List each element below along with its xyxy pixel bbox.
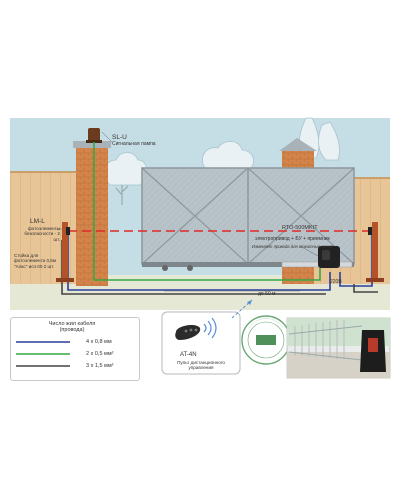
product-photo (286, 317, 391, 379)
brick-pillar-left (73, 141, 111, 286)
bush-icon (201, 141, 255, 171)
legend-title: Число жил кабеля (провода) (48, 321, 96, 334)
remote-title: AT-4N (180, 352, 197, 358)
remote-desc: Пульт дистанционного управления (177, 360, 225, 371)
lm-l-title: LM-L (30, 218, 45, 225)
gate-drive-icon (318, 246, 340, 268)
legend-row-2: 2 x 0,5 мм² (86, 351, 114, 357)
cable-220-label: 220В (330, 279, 342, 285)
signal-waves-icon (203, 317, 217, 339)
certification-stamp (241, 315, 291, 365)
lm-l-desc: фотоэлементы безопасности - 2 шт. (24, 226, 60, 242)
photocell-stand-right (366, 222, 384, 282)
gear-rack (281, 261, 353, 268)
photocell-stand-left (56, 222, 74, 282)
remote-control-icon (175, 325, 201, 340)
signal-lamp-leader (101, 131, 113, 143)
sl-u-desc: Сигнальная лампа (112, 141, 156, 147)
legend-row-3: 3 x 1,5 мм² (86, 363, 114, 369)
drive-title: RTO-500MKIT (282, 225, 318, 231)
drive-desc-1: электропривод + БУ + приемник (255, 236, 330, 242)
legend-row-1: 4 x 0,8 мм (86, 339, 112, 345)
distance-label: до 50 м (258, 291, 276, 297)
drive-leader (299, 245, 319, 257)
cable-legend (10, 317, 140, 381)
drive-desc-2: Изменяет провода для откатных ворот (252, 244, 334, 249)
signal-lamp-icon (86, 128, 102, 143)
sl-u-title: SL-U (112, 134, 127, 141)
remote-panel (161, 311, 241, 375)
stand-desc: Стойка для фотоэлемента 0,5м "Алкс" исп.… (14, 253, 56, 269)
